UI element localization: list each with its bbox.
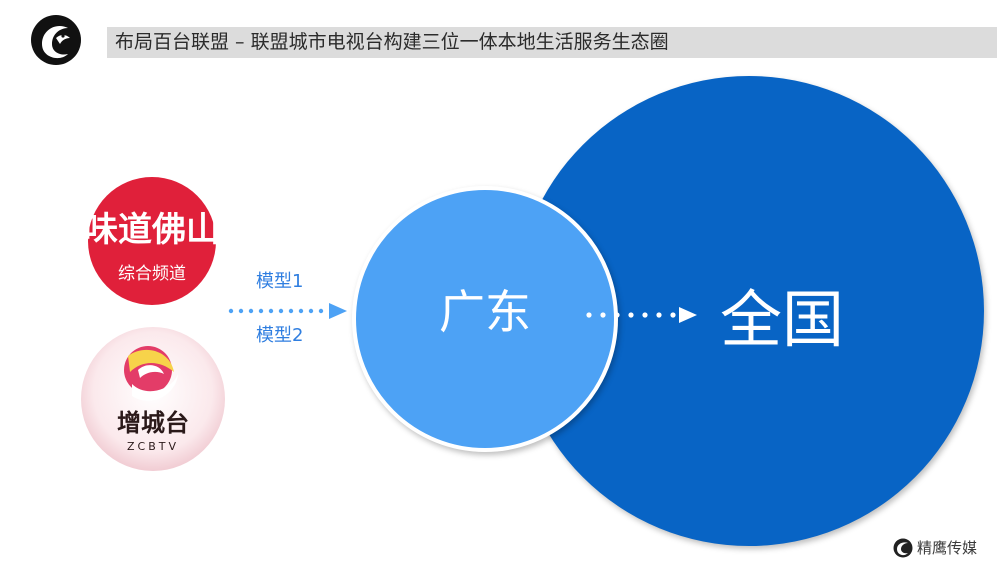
page-title: 布局百台联盟 – 联盟城市电视台构建三位一体本地生活服务生态圈 xyxy=(115,31,669,53)
model-1-label: 模型1 xyxy=(256,271,304,292)
eagle-logo-icon xyxy=(31,15,81,65)
inner-circle-guangdong xyxy=(352,186,618,452)
model-2-label: 模型2 xyxy=(256,325,304,346)
zc-title: 增城台 xyxy=(117,408,189,437)
zc-swirl-icon xyxy=(124,346,178,401)
eagle-logo-icon xyxy=(893,538,913,558)
wdf-subtitle: 综合频道 xyxy=(118,264,186,284)
dotted-arrow xyxy=(586,307,697,323)
wdf-channel-logo: 味道佛山 综合频道 xyxy=(86,177,218,305)
zc-channel-logo: 增城台 ZCBTV xyxy=(81,327,225,471)
outer-circle-label: 全国 xyxy=(719,283,844,356)
wdf-title: 味道佛山 xyxy=(86,210,218,250)
inner-circle-label: 广东 xyxy=(439,285,531,339)
footer-brand: 精鹰传媒 xyxy=(917,539,978,557)
model-arrow xyxy=(228,303,347,319)
zc-subtitle: ZCBTV xyxy=(127,440,179,453)
title-bar xyxy=(107,27,997,58)
